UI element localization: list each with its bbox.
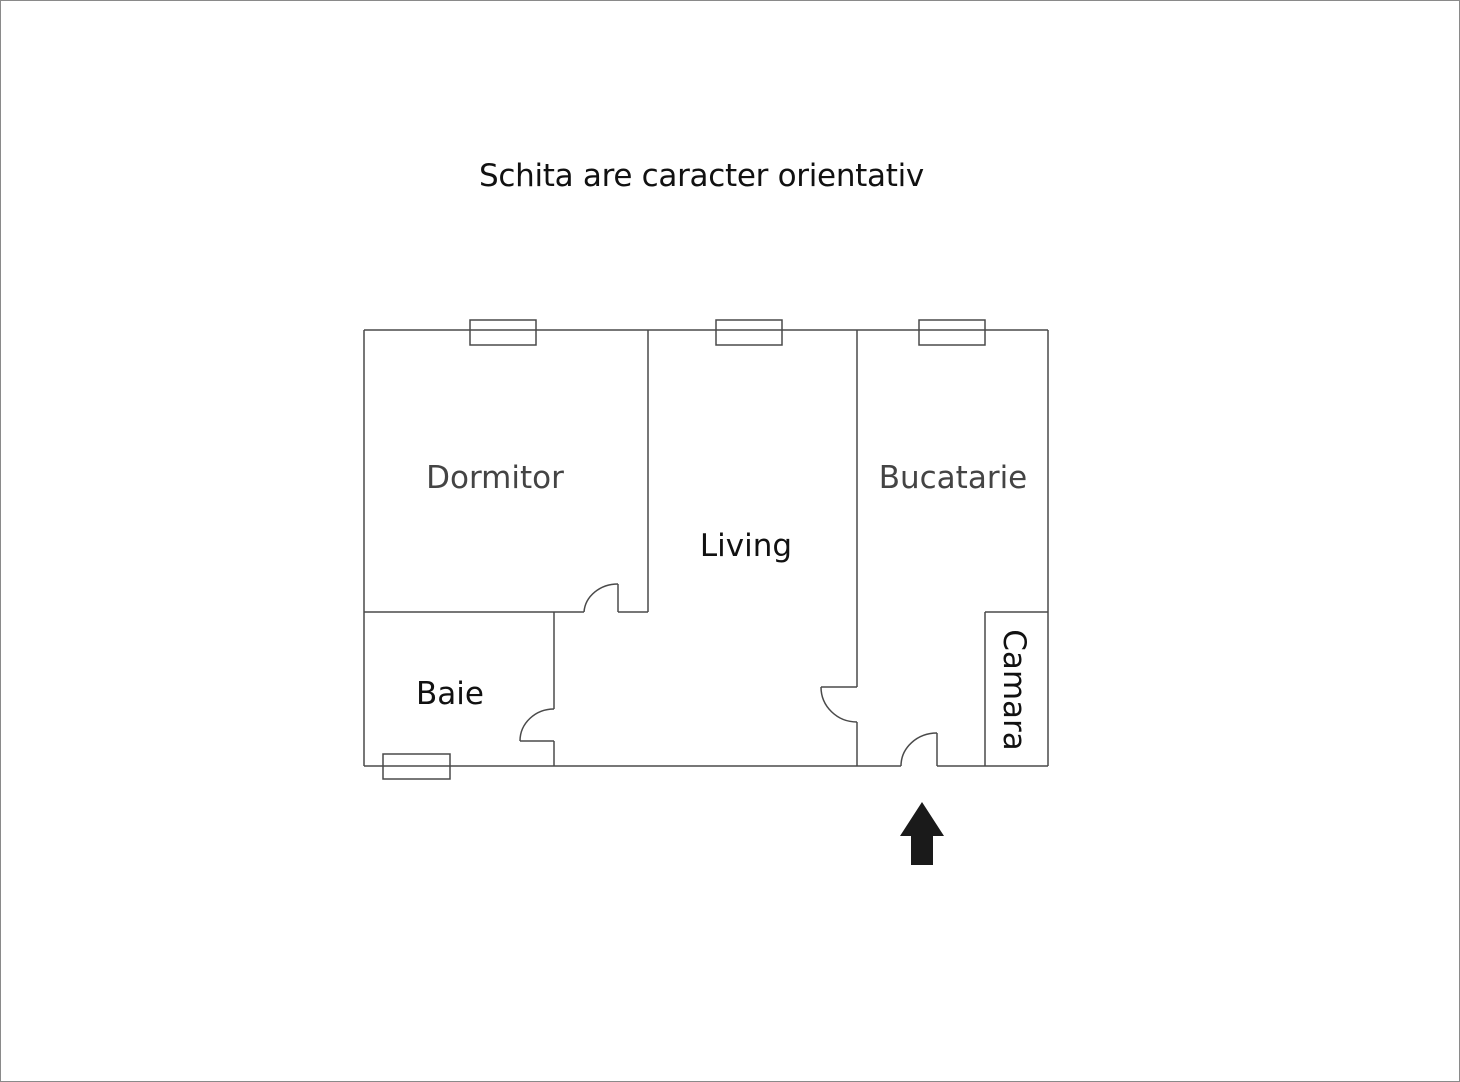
room-label-dormitor: Dormitor <box>426 460 564 496</box>
door-swing-entrance <box>900 732 938 767</box>
room-label-living: Living <box>700 528 792 564</box>
entrance-arrow-icon <box>900 802 944 865</box>
room-label-baie: Baie <box>416 676 484 712</box>
window-living <box>715 319 783 346</box>
door-swing-baie <box>519 708 555 742</box>
door-swing-bucatarie <box>820 686 858 723</box>
plan-title: Schita are caracter orientativ <box>479 158 924 194</box>
door-swing-dormitor <box>583 583 619 613</box>
window-dormitor <box>469 319 537 346</box>
room-label-camara: Camara <box>996 629 1032 751</box>
window-bucatarie <box>918 319 986 346</box>
room-label-bucatarie: Bucatarie <box>879 460 1028 496</box>
